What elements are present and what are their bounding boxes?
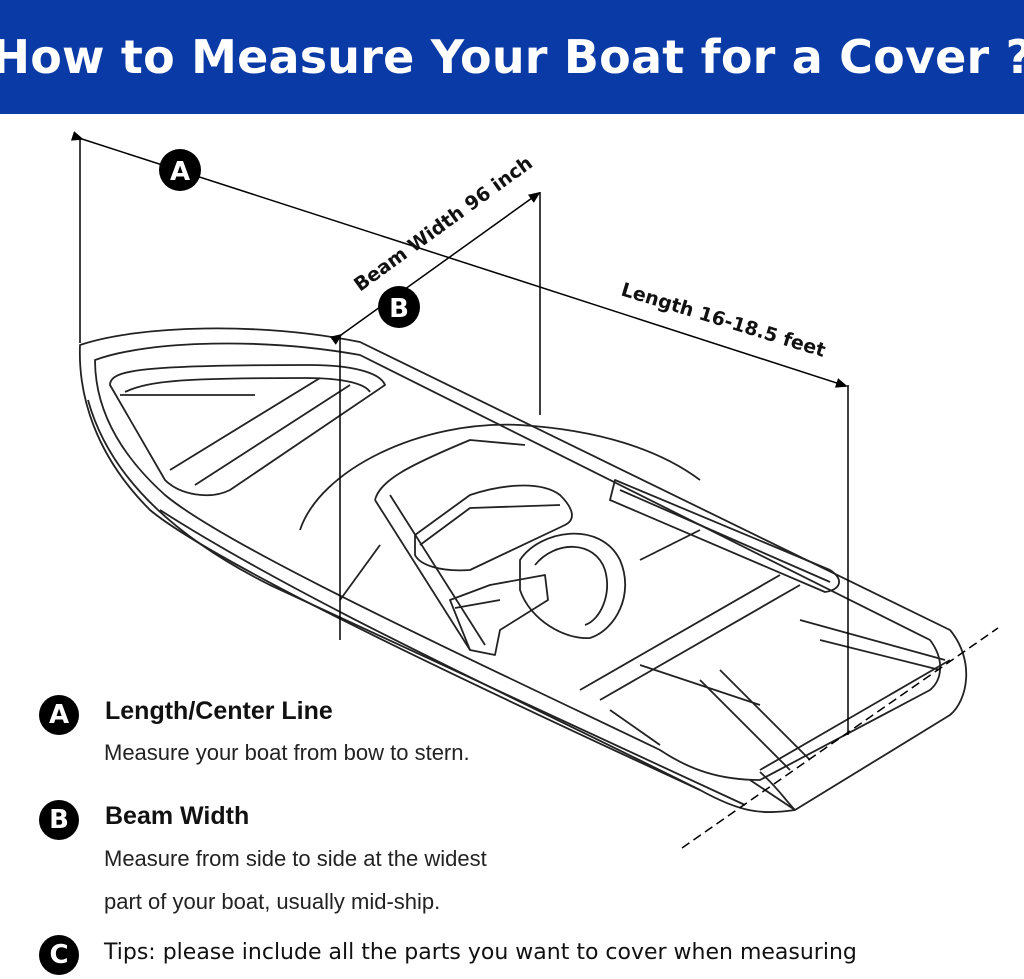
legend-b-title: Beam Width (105, 802, 250, 830)
boat-diagram: A B Beam Width 96 inch Length 16-18.5 fe… (70, 131, 999, 849)
dimension-lines (70, 131, 999, 849)
legend-b-description-line2: part of your boat, usually mid-ship. (104, 889, 441, 914)
legend-c-tip: Tips: please include all the parts you w… (104, 940, 857, 965)
legend-a-description: Measure your boat from bow to stern. (104, 740, 470, 765)
legend-b-badge: B (39, 800, 79, 840)
length-label: Length 16-18.5 feet (619, 279, 828, 362)
marker-b: B (378, 286, 420, 328)
boat-outline (78, 327, 968, 813)
legend-a-badge: A (39, 695, 79, 735)
marker-a: A (159, 149, 201, 191)
legend-c-badge: C (39, 935, 79, 975)
header-banner: How to Measure Your Boat for a Cover ? (0, 0, 1024, 114)
legend-a-title: Length/Center Line (105, 697, 333, 725)
marker-a-letter: A (170, 157, 190, 187)
legend-b-description-line1: Measure from side to side at the widest (104, 846, 487, 871)
page-title: How to Measure Your Boat for a Cover ? (0, 30, 1024, 84)
beam-width-label: Beam Width 96 inch (350, 152, 537, 296)
marker-b-letter: B (389, 294, 409, 324)
